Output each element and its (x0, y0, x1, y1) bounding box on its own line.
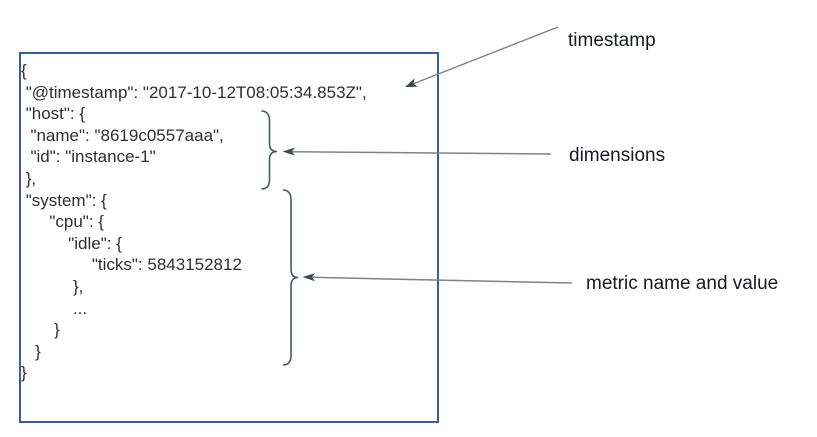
metric-arrow-line (311, 276, 573, 284)
metric-brace (282, 189, 299, 366)
json-line-close-brace: } (21, 363, 27, 383)
json-line-host-close: }, (21, 168, 37, 188)
timestamp-label: timestamp (568, 30, 656, 51)
dimensions-arrowhead-icon (282, 147, 295, 156)
json-line-timestamp: "@timestamp": "2017-10-12T08:05:34.853Z"… (21, 82, 367, 102)
metric-arrowhead-icon (302, 273, 315, 282)
json-line-idle-open: "idle": { (21, 233, 122, 253)
dimensions-label: dimensions (569, 145, 666, 166)
metric-name-value-label: metric name and value (586, 273, 779, 294)
document-box-border (19, 52, 439, 423)
json-line-cpu-close: } (21, 320, 60, 340)
json-line-host-id: "id": "instance-1" (21, 147, 156, 167)
json-line-system-open: "system": { (21, 190, 107, 210)
json-document: { "@timestamp": "2017-10-12T08:05:34.853… (21, 60, 431, 384)
timestamp-arrow-line (411, 26, 559, 86)
dimensions-arrow-line (291, 150, 552, 155)
json-line-open-brace: { (21, 61, 27, 80)
json-line-idle-close: }, (21, 276, 84, 296)
json-line-host-name: "name": "8619c0557aaa", (21, 125, 224, 145)
timestamp-arrowhead-icon (405, 78, 418, 87)
json-line-ellipsis: ... (21, 298, 88, 318)
dimensions-brace (261, 110, 278, 190)
json-line-system-close: } (21, 341, 41, 361)
json-line-ticks: "ticks": 5843152812 (21, 255, 242, 275)
json-line-cpu-open: "cpu": { (21, 212, 104, 232)
json-line-host-open: "host": { (21, 104, 86, 124)
